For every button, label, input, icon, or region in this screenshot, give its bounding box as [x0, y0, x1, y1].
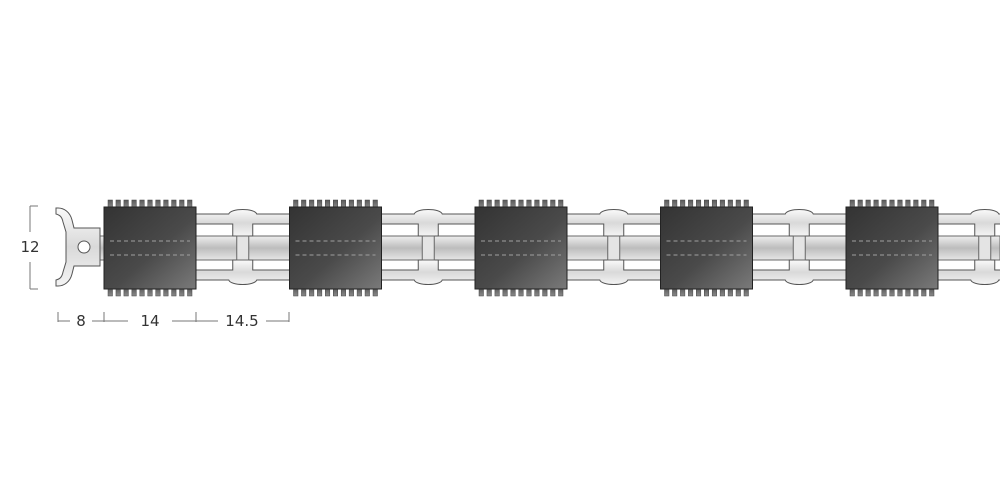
rubber-insert [474, 199, 568, 297]
insert-body [660, 206, 753, 290]
edge-profile [55, 207, 101, 287]
rubber-insert [660, 199, 753, 297]
insert-body [103, 206, 197, 290]
profile-connector [566, 209, 661, 285]
rubber-insert [103, 199, 197, 297]
rubber-inserts [103, 199, 939, 297]
profile-connector [937, 209, 1000, 285]
dimension-edge-label: 8 [76, 312, 86, 330]
profile-connector [752, 209, 847, 285]
rubber-insert [845, 199, 939, 297]
insert-body [845, 206, 939, 290]
profile-connectors [195, 209, 1000, 285]
dimension-height: 12 [20, 205, 40, 290]
profile-connector [195, 209, 290, 285]
insert-body [474, 206, 568, 290]
rubber-insert [289, 199, 382, 297]
profile-connector [381, 209, 476, 285]
dimension-gap-label: 14.5 [225, 312, 258, 330]
insert-body [289, 206, 382, 290]
dimension-widths: 8 14 14.5 [57, 312, 290, 330]
dimension-height-label: 12 [20, 238, 39, 256]
dimension-insert-label: 14 [140, 312, 159, 330]
